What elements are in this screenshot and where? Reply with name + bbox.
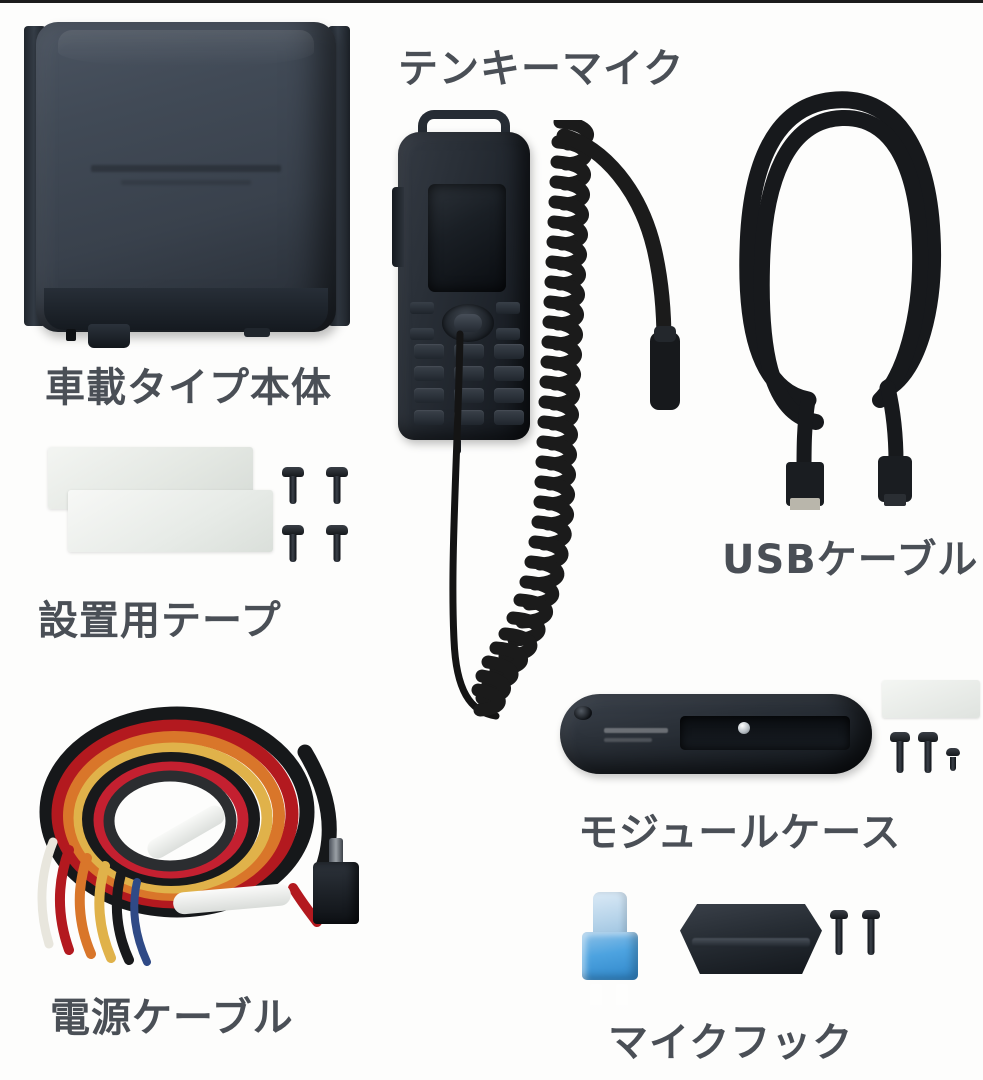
ten-key-mic-image — [392, 108, 562, 454]
power-cable-image — [25, 692, 365, 972]
screw-shaft — [289, 476, 297, 504]
module-case-body — [560, 694, 872, 774]
mic-navigation-center — [454, 314, 482, 332]
tape-strip — [68, 490, 273, 552]
mic-key — [414, 366, 444, 381]
screw — [946, 748, 960, 774]
label-vehicle-unit: 車載タイプ本体 — [45, 365, 332, 411]
module-status-led — [738, 722, 750, 734]
module-brand-text — [604, 728, 668, 733]
screw-head — [326, 525, 348, 535]
unit-brand-text — [91, 165, 281, 172]
screw — [326, 467, 348, 507]
unit-body — [36, 22, 336, 348]
hook-screw-group — [830, 910, 888, 960]
screw-shaft — [289, 534, 297, 562]
power-connector — [313, 862, 359, 924]
screw — [282, 525, 304, 565]
mic-key — [414, 410, 444, 425]
screw-shaft — [896, 741, 904, 773]
mic-hook-image — [572, 890, 882, 1014]
label-ten-key-mic: テンキーマイク — [398, 46, 685, 92]
screw-shaft — [924, 741, 932, 773]
screw-head — [890, 732, 910, 742]
label-module-case: モジュールケース — [578, 810, 902, 856]
screw-head — [326, 467, 348, 477]
usb-a-connector — [786, 462, 824, 506]
screw — [890, 732, 910, 774]
mic-key — [494, 344, 524, 359]
usb-b-connector — [878, 456, 912, 502]
module-status-window — [680, 716, 850, 750]
mic-key — [494, 410, 524, 425]
mic-coiled-cord — [449, 120, 680, 720]
vehicle-unit-image — [22, 22, 352, 348]
blue-connector-top — [593, 892, 627, 936]
label-installation-tape: 設置用テープ — [38, 598, 282, 644]
unit-top-highlight — [58, 30, 314, 66]
unit-connector-ridge — [66, 329, 76, 341]
mic-softkey — [496, 302, 520, 314]
blue-connector — [582, 892, 638, 1014]
screw-head — [918, 732, 938, 742]
label-usb-cable: USBケーブル — [722, 537, 979, 583]
mic-key — [454, 410, 484, 425]
unit-brand-subtext — [121, 180, 251, 185]
module-case-image — [560, 680, 980, 782]
mic-cord-connector — [650, 332, 680, 410]
mic-body — [392, 132, 530, 440]
module-screw-group — [890, 732, 966, 774]
usb-cable-image — [739, 91, 942, 510]
top-border — [0, 0, 983, 3]
mic-key — [414, 388, 444, 403]
mic-key — [494, 366, 524, 381]
blue-connector-slot — [590, 984, 602, 1014]
mic-key — [414, 344, 444, 359]
unit-connector-plug — [88, 324, 130, 348]
installation-tape-image — [30, 445, 348, 562]
mic-hanger-clip — [418, 110, 510, 144]
screw-head — [946, 748, 960, 756]
module-brand-subtext — [604, 738, 652, 742]
screw-head — [282, 525, 304, 535]
mic-ptt-button — [392, 187, 404, 267]
screw — [918, 732, 938, 774]
screw — [282, 467, 304, 507]
screw — [326, 525, 348, 565]
mic-softkey — [410, 302, 434, 314]
mic-softkey — [410, 328, 434, 340]
screw — [830, 910, 848, 956]
mic-hook-lip — [692, 938, 810, 947]
mic-key — [494, 388, 524, 403]
screw-shaft — [867, 919, 875, 955]
screw-shaft — [835, 919, 843, 955]
screw-head — [282, 467, 304, 477]
screw-head — [862, 910, 880, 919]
label-power-cable: 電源ケーブル — [50, 995, 294, 1041]
mic-display — [428, 184, 506, 292]
unit-bottom-lip — [44, 288, 328, 330]
blue-connector-body — [582, 932, 638, 1014]
tape-screw-group — [282, 467, 372, 577]
screw-head — [830, 910, 848, 919]
screw-shaft — [950, 757, 956, 771]
screw-shaft — [333, 534, 341, 562]
blue-connector-slot — [616, 984, 628, 1014]
module-tape-strip — [882, 680, 980, 718]
screw — [862, 910, 880, 956]
screw-shaft — [333, 476, 341, 504]
label-mic-hook: マイクフック — [608, 1020, 854, 1066]
unit-notch — [244, 328, 270, 337]
module-case-hole — [574, 706, 592, 720]
mic-softkey — [496, 328, 520, 340]
